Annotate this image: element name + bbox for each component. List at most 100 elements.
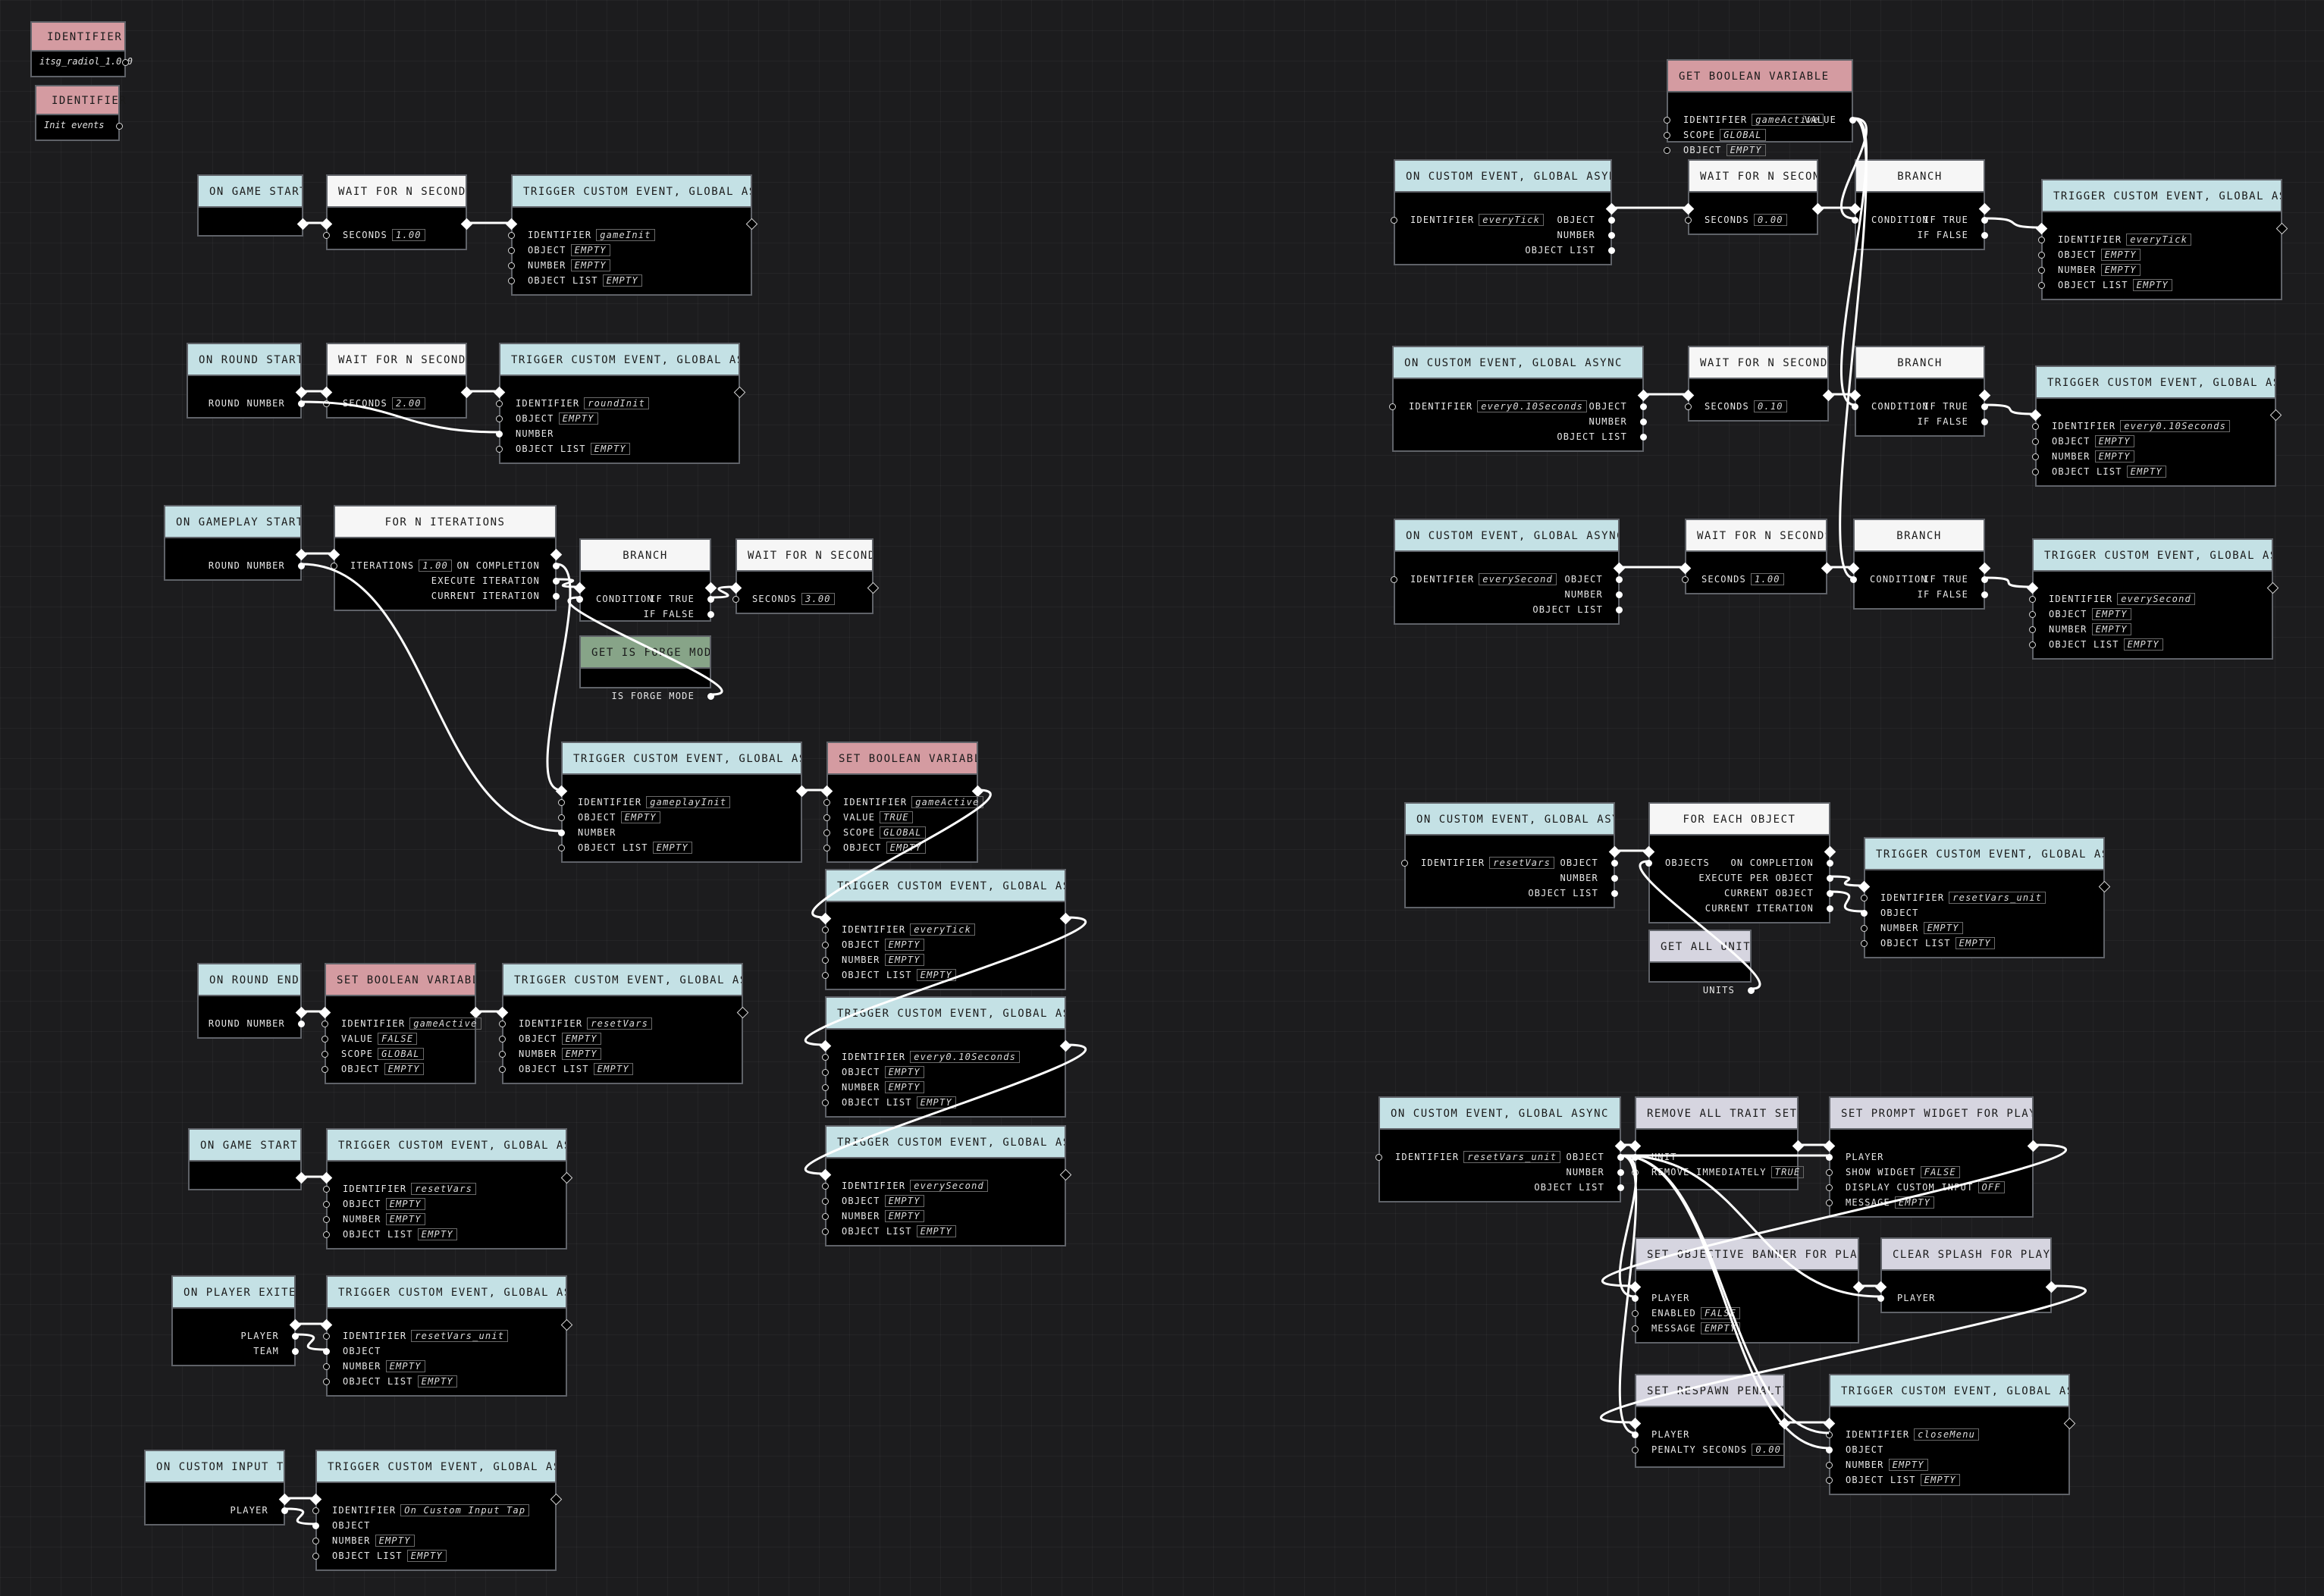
exec-out-pin[interactable] xyxy=(1978,562,1991,575)
exec-in-pin[interactable] xyxy=(820,785,833,798)
input-pin[interactable] xyxy=(323,1216,330,1223)
node-trigger-custom-event-global-async[interactable]: TRIGGER CUSTOM EVENT, GLOBAL ASYNCIDENTI… xyxy=(505,174,758,296)
exec-out-pin[interactable] xyxy=(704,582,717,594)
input-pin[interactable] xyxy=(499,1036,506,1043)
exec-in-pin[interactable] xyxy=(1642,845,1655,858)
input-pin[interactable] xyxy=(312,1507,319,1514)
input-pin[interactable] xyxy=(312,1522,319,1529)
input-value[interactable]: EMPTY xyxy=(558,412,598,425)
output-pin[interactable] xyxy=(298,1021,305,1027)
input-pin[interactable] xyxy=(321,1066,328,1073)
input-value[interactable]: FALSE xyxy=(1920,1166,1960,1178)
node-trigger-custom-event-global-async[interactable]: TRIGGER CUSTOM EVENT, GLOBAL ASYNCIDENTI… xyxy=(555,742,808,863)
exec-out-pin[interactable] xyxy=(278,1493,291,1506)
input-value[interactable]: EMPTY xyxy=(602,274,642,287)
exec-out-pin[interactable] xyxy=(295,548,308,561)
exec-out-pin[interactable] xyxy=(1824,845,1836,858)
input-pin[interactable] xyxy=(2032,438,2039,445)
input-value[interactable]: TRUE xyxy=(1770,1166,1805,1178)
exec-out-pin[interactable] xyxy=(733,386,746,399)
input-pin[interactable] xyxy=(321,1036,328,1043)
input-pin[interactable] xyxy=(496,446,503,453)
input-pin[interactable] xyxy=(1632,1447,1639,1453)
input-pin[interactable] xyxy=(732,596,739,603)
input-pin[interactable] xyxy=(2032,423,2039,430)
output-pin[interactable] xyxy=(1981,576,1988,583)
input-pin[interactable] xyxy=(321,1021,328,1027)
input-pin[interactable] xyxy=(1632,1154,1639,1161)
input-pin[interactable] xyxy=(1826,1184,1833,1191)
exec-out-pin[interactable] xyxy=(745,218,758,230)
exec-out-pin[interactable] xyxy=(295,1171,308,1184)
input-pin[interactable] xyxy=(323,1348,330,1355)
input-pin[interactable] xyxy=(1850,576,1857,583)
input-pin[interactable] xyxy=(323,1186,330,1193)
exec-in-pin[interactable] xyxy=(505,218,518,230)
output-pin[interactable] xyxy=(707,596,714,603)
output-pin[interactable] xyxy=(1981,217,1988,224)
input-value[interactable]: resetVars_unit xyxy=(1463,1151,1561,1163)
output-pin[interactable] xyxy=(1981,232,1988,239)
input-pin[interactable] xyxy=(1664,117,1670,124)
input-pin[interactable] xyxy=(1826,1199,1833,1206)
exec-in-pin[interactable] xyxy=(309,1493,322,1506)
output-pin[interactable] xyxy=(298,400,305,407)
exec-out-pin[interactable] xyxy=(2269,409,2282,422)
input-value[interactable]: EMPTY xyxy=(884,939,924,951)
input-pin[interactable] xyxy=(558,814,565,821)
output-pin[interactable] xyxy=(281,1507,288,1514)
exec-out-pin[interactable] xyxy=(2063,1417,2076,1430)
exec-out-pin[interactable] xyxy=(1778,1417,1791,1430)
input-pin[interactable] xyxy=(576,596,583,603)
input-pin[interactable] xyxy=(558,829,565,836)
input-value[interactable]: gameActive xyxy=(1752,114,1824,126)
exec-out-pin[interactable] xyxy=(296,218,309,230)
input-pin[interactable] xyxy=(323,232,330,239)
input-pin[interactable] xyxy=(508,262,515,269)
input-value[interactable]: EMPTY xyxy=(561,1033,601,1045)
exec-in-pin[interactable] xyxy=(555,785,568,798)
exec-in-pin[interactable] xyxy=(496,1006,509,1019)
input-value[interactable]: TRUE xyxy=(880,811,913,823)
input-value[interactable]: EMPTY xyxy=(1955,937,1995,949)
input-value[interactable]: GLOBAL xyxy=(880,826,926,839)
exec-in-pin[interactable] xyxy=(2026,582,2039,594)
exec-out-pin[interactable] xyxy=(560,1319,573,1331)
input-value[interactable]: EMPTY xyxy=(2100,264,2141,276)
input-pin[interactable] xyxy=(1861,925,1868,932)
exec-out-pin[interactable] xyxy=(2275,222,2288,235)
output-pin[interactable] xyxy=(1611,875,1618,882)
input-pin[interactable] xyxy=(496,431,503,437)
node-trigger-custom-event-global-async[interactable]: TRIGGER CUSTOM EVENT, GLOBAL ASYNCIDENTI… xyxy=(309,1450,563,1571)
exec-out-pin[interactable] xyxy=(1978,389,1991,402)
input-pin[interactable] xyxy=(1664,147,1670,154)
input-pin[interactable] xyxy=(1632,1431,1639,1438)
exec-in-pin[interactable] xyxy=(1629,1417,1642,1430)
node-trigger-custom-event-global-async[interactable]: TRIGGER CUSTOM EVENT, GLOBAL ASYNCIDENTI… xyxy=(819,869,1072,990)
output-pin[interactable] xyxy=(553,593,560,600)
input-value[interactable]: 2.00 xyxy=(391,397,425,409)
output-pin[interactable] xyxy=(1611,890,1618,897)
input-value[interactable]: 3.00 xyxy=(801,593,835,605)
input-pin[interactable] xyxy=(1826,1169,1833,1176)
input-value[interactable]: gameActive xyxy=(911,796,983,808)
input-pin[interactable] xyxy=(558,799,565,806)
input-value[interactable]: EMPTY xyxy=(2091,608,2131,620)
output-pin[interactable] xyxy=(1608,247,1615,254)
input-pin[interactable] xyxy=(1401,860,1408,867)
input-pin[interactable] xyxy=(1685,217,1692,224)
input-value[interactable]: EMPTY xyxy=(590,443,630,455)
exec-in-pin[interactable] xyxy=(819,1039,832,1052)
